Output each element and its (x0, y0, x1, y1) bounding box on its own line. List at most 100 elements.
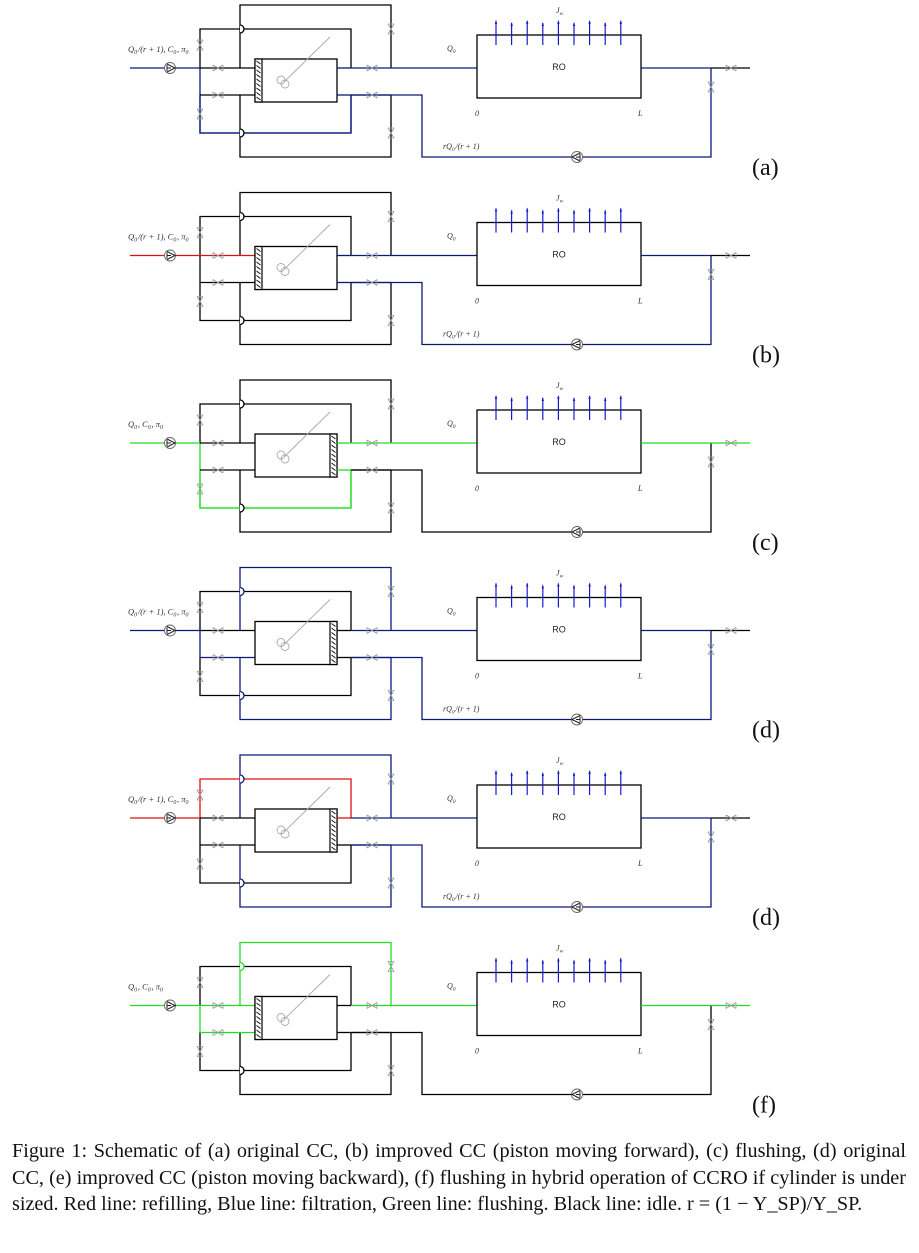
valve-icon (212, 91, 224, 99)
valve-icon (725, 627, 737, 634)
feed-label: Q0 , C0 , π0 (128, 982, 164, 994)
valve-icon (196, 1046, 204, 1057)
feed-pump-icon (164, 999, 177, 1012)
recycle-pump-icon (570, 338, 583, 351)
flux-arrow-head (557, 395, 560, 399)
middle-frame-top (199, 778, 352, 818)
ro-start-label: 0 (475, 109, 479, 118)
outer-frame-bottom (239, 470, 392, 533)
flux-arrow-head (604, 584, 607, 589)
ro-label: RO (552, 625, 566, 635)
valve-icon (212, 439, 224, 447)
feed-label: Q0 /(r + 1), C0 , π0 (128, 44, 189, 56)
outer-frame-bottom (239, 845, 392, 908)
piston-hatch (331, 623, 336, 627)
flux-label: Jw (556, 381, 564, 392)
valve-icon (212, 627, 224, 634)
valve-icon (725, 814, 737, 822)
flux-arrow-head (510, 959, 513, 964)
flux-arrow-head (510, 22, 513, 26)
outer-frame-bottom (239, 282, 392, 346)
valve-icon (387, 690, 395, 701)
valve-icon (707, 456, 715, 468)
stirrer-shaft (283, 786, 331, 833)
cylinder-body (254, 808, 338, 853)
flux-arrow-head (619, 20, 622, 24)
cylinder-body (254, 433, 338, 478)
valve-icon (387, 877, 395, 889)
valve-icon (725, 1002, 737, 1009)
flux-label: Jw (556, 569, 564, 580)
flux-arrow-head (494, 207, 498, 212)
flux-label: Jw (556, 6, 564, 17)
flux-arrow-head (572, 584, 576, 589)
piston-hatch (256, 998, 261, 1002)
valve-icon (366, 654, 378, 661)
piston-hatch (331, 458, 336, 462)
valve-icon (707, 1019, 715, 1030)
ro-start-label: 0 (475, 672, 479, 681)
feed-pump-icon (164, 249, 177, 262)
ro-end-label: L (637, 1047, 643, 1056)
flux-arrow-head (494, 20, 498, 24)
piston-hatch (331, 440, 336, 444)
flux-arrow-head (526, 395, 529, 399)
valve-icon (212, 841, 224, 849)
middle-frame-top (199, 965, 352, 1006)
valve-icon (196, 483, 204, 495)
valve-icon (707, 81, 715, 93)
middle-frame-top (199, 215, 352, 256)
outer-frame-bottom (239, 1032, 392, 1096)
piston-hatch (256, 1002, 261, 1007)
flux-arrow-head (588, 207, 591, 212)
outer-frame-top (239, 941, 392, 1006)
ro-feed-label: Q0 (447, 607, 456, 618)
valve-icon (366, 814, 378, 822)
flux-arrow-head (572, 209, 576, 214)
flux-arrow-head (557, 582, 560, 587)
pipe-crossover (239, 961, 245, 972)
ro-feed-label: Q0 (447, 982, 456, 993)
stirrer-blade (280, 454, 290, 464)
valve-icon (196, 789, 204, 801)
outer-frame-top (239, 379, 392, 443)
panel-tag: (d) (752, 905, 780, 931)
ro-start-label: 0 (475, 1047, 479, 1056)
pressure-cylinder (254, 224, 338, 291)
piston-hatch (331, 641, 336, 645)
flux-arrow-head (588, 770, 591, 774)
feed-pump-icon (164, 437, 177, 449)
flux-arrow-head (541, 959, 544, 964)
piston-hatch (256, 275, 261, 279)
valve-icon (387, 211, 395, 222)
piston-hatch (256, 92, 261, 96)
stirrer-blade (280, 267, 290, 276)
outer-frame-top (239, 4, 392, 68)
flux-arrow-head (619, 207, 622, 212)
middle-frame-top (199, 590, 352, 631)
flux-arrow-head (604, 397, 607, 401)
piston-hatch (331, 462, 336, 467)
flux-arrow-head (604, 209, 607, 214)
ro-feed-label: Q0 (447, 794, 456, 805)
flux-arrow-head (494, 395, 498, 399)
outer-frame-top (239, 754, 392, 818)
ro-start-label: 0 (475, 484, 479, 493)
piston-hatch (256, 284, 261, 288)
flux-arrow-head (541, 209, 544, 214)
flux-arrow-head (557, 20, 560, 24)
valve-icon (387, 398, 395, 410)
ro-feed-label: Q0 (447, 419, 456, 430)
valve-icon (387, 315, 395, 326)
cylinder-body (254, 995, 338, 1041)
flux-arrow-head (619, 582, 622, 587)
piston-hatch (256, 69, 261, 74)
flux-label: Jw (556, 756, 564, 767)
feed-pump-icon (164, 62, 177, 74)
valve-icon (212, 252, 224, 259)
stirrer-blade (280, 829, 290, 839)
feed-pump-icon (164, 812, 177, 824)
